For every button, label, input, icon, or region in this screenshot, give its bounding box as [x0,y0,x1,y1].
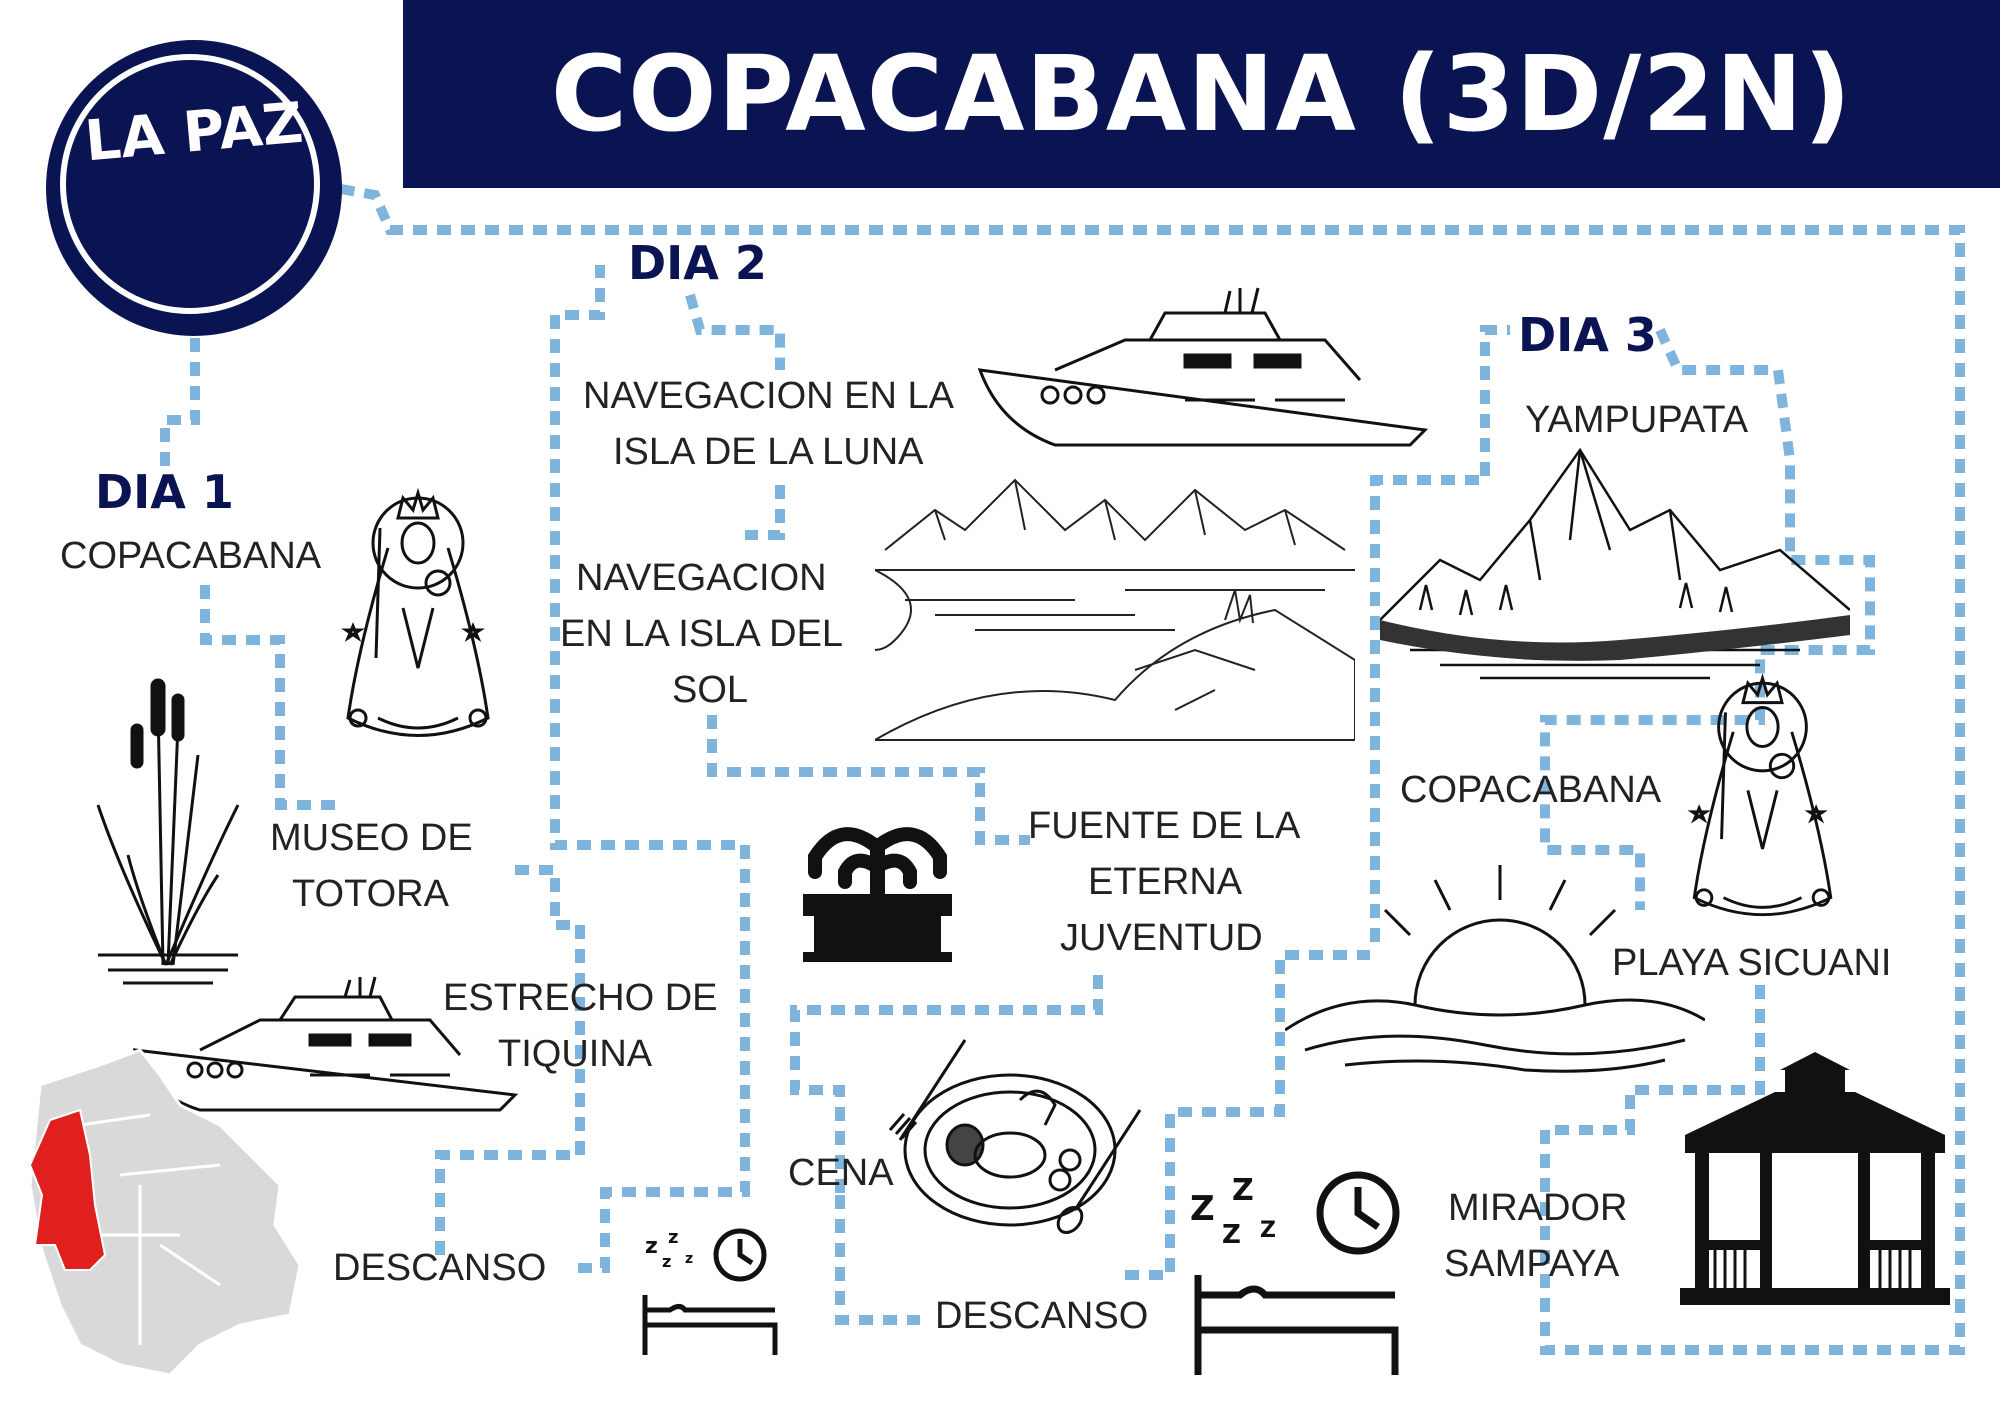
fuente-label-line2: ETERNA [1088,861,1243,903]
island-mountain-icon [1380,447,1850,680]
day3-copacabana-label: COPACABANA [1400,769,1662,811]
svg-text:z: z [645,1234,658,1259]
estrecho-label-line2: TIQUINA [498,1033,653,1075]
sunrise-icon [1285,865,1705,1073]
day2-label: DIA 2 [628,236,767,290]
dinner-plate-icon [888,1039,1142,1235]
playa-label: PLAYA SICUANI [1612,942,1892,984]
gazebo-icon [1680,1052,1950,1305]
totora-reed-icon [96,678,240,985]
svg-text:z: z [662,1252,671,1271]
mirador-label-line2: SAMPAYA [1444,1243,1620,1285]
museo-label-line2: TOTORA [292,873,449,915]
page-title: COPACABANA (3D/2N) [550,33,1853,155]
title-banner [403,0,2000,188]
svg-text:z: z [668,1227,678,1248]
svg-text:Z: Z [1260,1218,1276,1243]
sleep-bed-icon: z z z z [642,1227,778,1355]
sol-label-line3: SOL [672,669,749,711]
day1-descanso-label: DESCANSO [333,1247,547,1289]
day3-label: DIA 3 [1518,308,1657,362]
virgin-icon [341,488,490,737]
fuente-label-line1: FUENTE DE LA [1028,805,1301,847]
origin-badge-ring [60,54,320,314]
yampupata-label: YAMPUPATA [1525,399,1749,441]
sol-label-line2: EN LA ISLA DEL [560,613,844,655]
museo-label-line1: MUSEO DE [270,817,473,859]
fountain-icon [803,827,952,962]
luna-label-line1: NAVEGACION EN LA [583,375,954,417]
bolivia-map-icon [28,1048,302,1377]
day2-descanso-label: DESCANSO [935,1295,1149,1337]
luna-label-line2: ISLA DE LA LUNA [613,431,924,473]
svg-text:Z: Z [1232,1173,1254,1208]
svg-text:Z: Z [1222,1220,1241,1250]
lake-mountains-icon [875,478,1355,741]
svg-text:Z: Z [1190,1189,1215,1229]
mirador-label-line1: MIRADOR [1448,1187,1628,1229]
virgin-icon-2 [1687,673,1833,917]
boat-icon-2 [977,287,1429,447]
day1-copacabana-label: COPACABANA [60,535,322,577]
fuente-label-line3: JUVENTUD [1060,917,1263,959]
svg-text:z: z [685,1251,693,1267]
estrecho-label-line1: ESTRECHO DE [443,977,718,1019]
day1-label: DIA 1 [95,465,234,519]
sleep-bed-icon-2: Z Z Z Z [1190,1171,1400,1375]
cena-label: CENA [788,1152,894,1194]
sol-label-line1: NAVEGACION [576,557,827,599]
